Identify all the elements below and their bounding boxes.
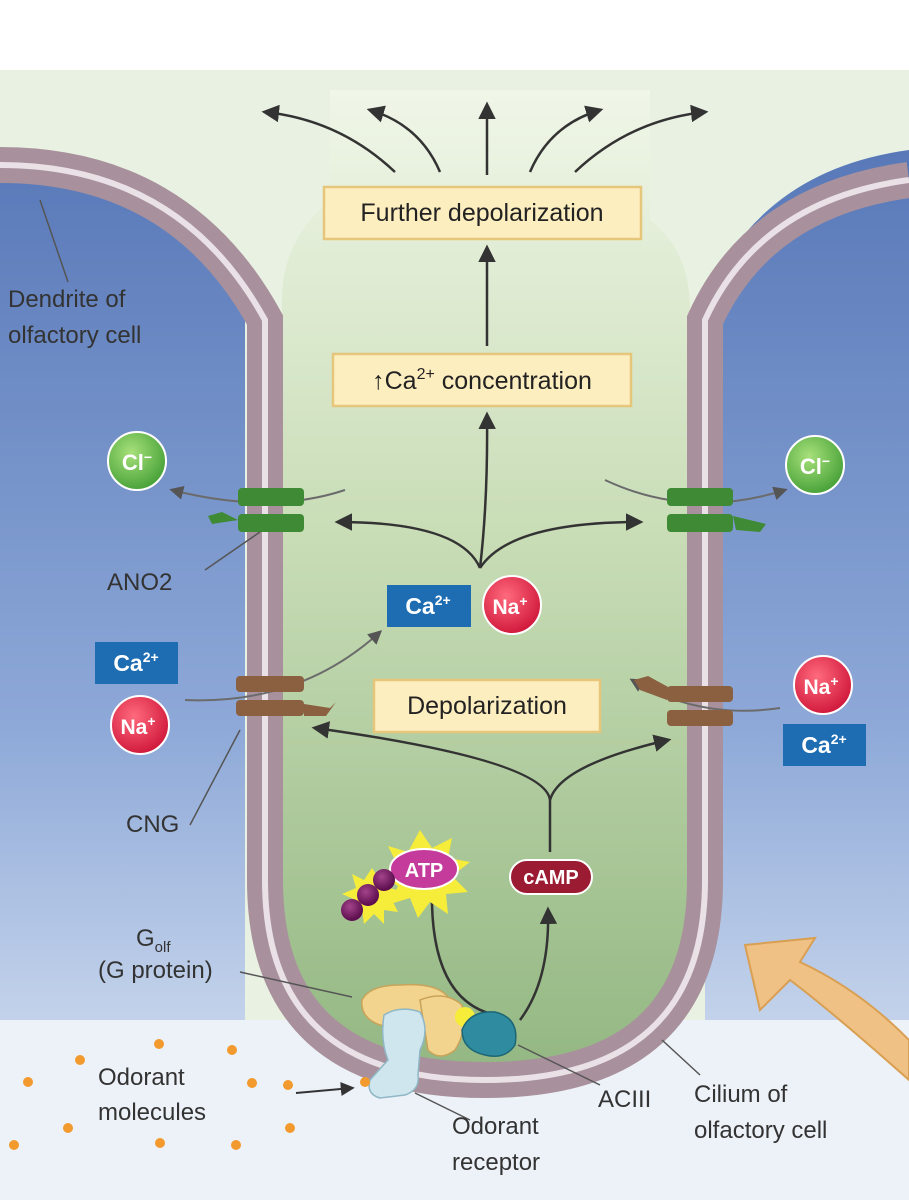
ca-ion-left: Ca2+ <box>95 642 178 684</box>
membrane <box>0 147 909 1099</box>
dendrite-label-line2: olfactory cell <box>8 322 141 349</box>
odorant-molecules <box>9 1039 370 1150</box>
top-flow-arrows <box>261 101 709 175</box>
atp-molecule: ATP <box>341 830 470 924</box>
svg-text:Ca2+: Ca2+ <box>801 731 846 758</box>
cl-ion-left: Cl− <box>107 431 167 491</box>
svg-text:Ca2+: Ca2+ <box>405 592 450 619</box>
further-depolarization-box: Further depolarization <box>322 185 643 241</box>
na-ion-right: Na+ <box>793 655 853 715</box>
cilium-label-line1: Cilium of <box>694 1081 788 1108</box>
depolarization-box: Depolarization <box>372 678 602 734</box>
ano2-channel-right <box>667 488 766 532</box>
na-ion-left: Na+ <box>110 695 170 755</box>
ca-concentration-label: ↑Ca2+ concentration <box>372 366 592 395</box>
up-arrow-glyph: ↑ <box>372 367 385 395</box>
ano2-label: ANO2 <box>107 569 172 596</box>
svg-text:ATP: ATP <box>405 860 444 882</box>
ano2-channel-left <box>208 488 304 532</box>
odorant-molecules-label-line1: Odorant <box>98 1064 185 1091</box>
odorant-receptor-label-line2: receptor <box>452 1149 540 1176</box>
g-protein <box>361 983 465 1057</box>
cilium-label-line2: olfactory cell <box>694 1117 827 1144</box>
odorant-binding-arrow <box>295 1082 355 1096</box>
cilium-cytoplasm <box>282 90 690 1065</box>
camp-molecule: cAMP <box>509 859 593 895</box>
cilium-direction-arrow <box>743 936 909 1082</box>
odorant-receptor <box>368 1008 426 1099</box>
na-ion-center: Na+ <box>482 575 542 635</box>
svg-text:Na+: Na+ <box>492 593 527 619</box>
svg-text:Cl−: Cl− <box>122 449 152 475</box>
ca-ion-right: Ca2+ <box>783 724 866 766</box>
g-protein-label: (G protein) <box>98 957 213 984</box>
ca-ion-center: Ca2+ <box>387 585 471 627</box>
odorant-molecules-label-line2: molecules <box>98 1099 206 1126</box>
ca-concentration-box: ↑Ca2+ concentration <box>331 352 633 408</box>
ion-flow-arrows <box>311 411 672 1021</box>
svg-text:cAMP: cAMP <box>523 867 579 889</box>
svg-text:Na+: Na+ <box>803 673 838 699</box>
dendrite-label-line1: Dendrite of <box>8 286 126 313</box>
svg-text:Cl−: Cl− <box>800 453 830 479</box>
odorant-receptor-label-line1: Odorant <box>452 1113 539 1140</box>
depolarization-label: Depolarization <box>407 692 567 720</box>
cng-label: CNG <box>126 811 179 838</box>
svg-text:Ca2+: Ca2+ <box>113 649 158 676</box>
cl-ion-right: Cl− <box>785 435 845 495</box>
svg-text:Na+: Na+ <box>120 713 155 739</box>
leader-lines <box>39 199 701 1121</box>
further-depolarization-label: Further depolarization <box>360 199 603 227</box>
aciii-enzyme <box>455 1007 517 1057</box>
golf-label: Golf <box>136 925 171 956</box>
aciii-label: ACIII <box>598 1086 651 1113</box>
cng-channel-right <box>634 676 733 726</box>
cng-channel-left <box>236 676 336 716</box>
